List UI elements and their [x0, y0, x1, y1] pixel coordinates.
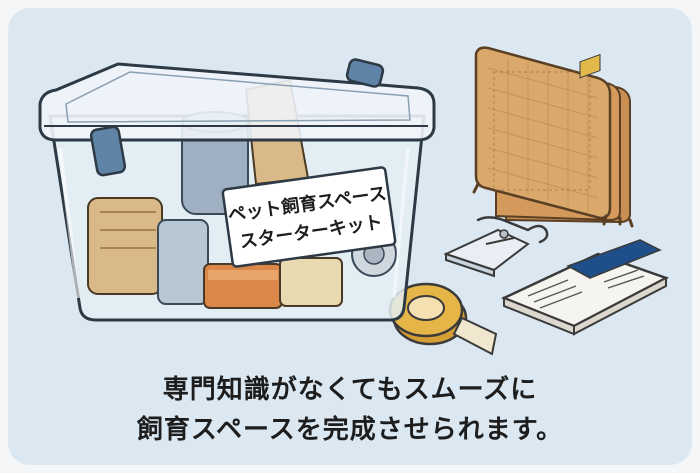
manual-booklet-icon [500, 53, 670, 336]
folding-pen-icon [472, 46, 634, 228]
caption-line2: 飼育スペースを完成させられます。 [136, 415, 564, 445]
kit-illustration: ペット飼育スペース スターターキット [38, 46, 670, 356]
illustration-card: ペット飼育スペース スターターキット 専門知識がなくてもスムーズに 飼育スペース… [8, 8, 692, 465]
storage-box-icon: ペット飼育スペース スターターキット [38, 58, 436, 322]
caption-line1: 専門知識がなくてもスムーズに [162, 375, 538, 405]
box-label-card [221, 166, 397, 268]
water-bottle-icon [443, 216, 549, 278]
caption: 専門知識がなくてもスムーズに 飼育スペースを完成させられます。 [8, 370, 692, 450]
